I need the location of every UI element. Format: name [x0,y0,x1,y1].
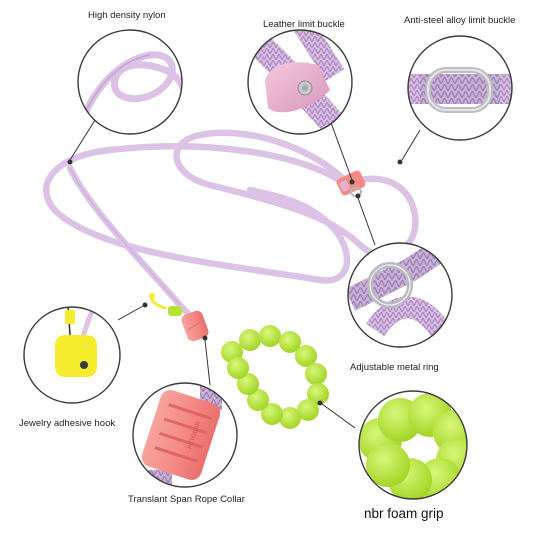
label-leather-limit-buckle: Leather limit buckle [263,19,345,30]
hook-clip [149,293,182,316]
label-adjustable-ring: Adjustable metal ring [350,362,439,373]
label-high-density-nylon: High density nylon [88,10,166,21]
label-anti-steel-buckle: Anti-steel alloy limit buckle [404,15,516,26]
detail-steel-circle [407,35,513,141]
detail-foam-circle [358,390,468,500]
detail-collar-circle: PETGEAR [132,382,238,488]
detail-leather-circle [247,29,353,135]
detail-hook-circle [23,306,121,404]
foam-grip-main [221,325,329,429]
label-rope-collar: Translant Span Rope Collar [128,494,245,505]
detail-nylon-circle [77,29,183,135]
callout-lines [67,119,421,429]
label-foam-grip: nbr foam grip [364,506,444,521]
detail-ring-circle [347,242,453,348]
label-jewelry-hook: Jewelry adhesive hook [19,418,116,429]
handle-collar [181,310,209,342]
